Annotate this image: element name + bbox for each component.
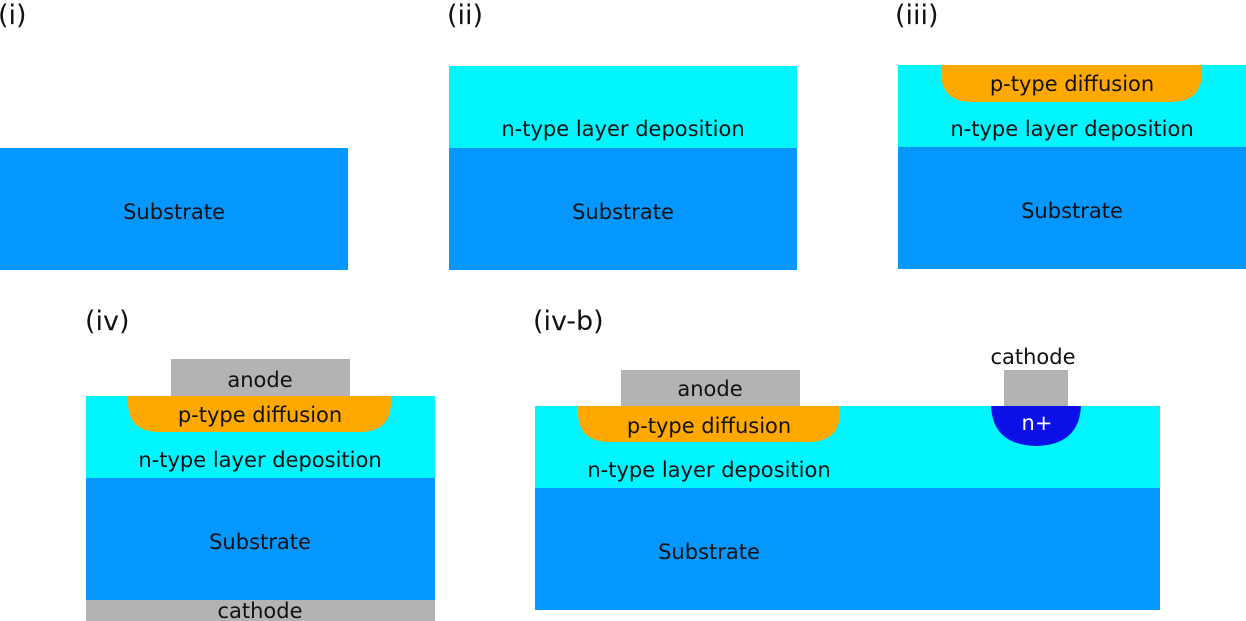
panel-iv: (iv) anode p-type diffusion n-type layer… (85, 306, 435, 621)
anode-contact (621, 370, 800, 406)
panel-iv-b: (iv-b) anode cathode p-type diffusion n+… (533, 306, 1160, 610)
substrate-label: Substrate (209, 530, 311, 554)
n-plus-region (991, 406, 1081, 446)
panel-ii: (ii) n-type layer deposition Substrate (447, 0, 797, 270)
n-type-layer-label: n-type layer deposition (587, 458, 830, 482)
n-type-layer (449, 66, 797, 148)
cathode-label: cathode (990, 345, 1075, 369)
anode-label: anode (227, 368, 292, 392)
panel-iii: (iii) p-type diffusion n-type layer depo… (895, 0, 1246, 269)
cathode-contact (1004, 370, 1068, 406)
p-type-diffusion-label: p-type diffusion (990, 72, 1154, 96)
substrate-layer (535, 488, 1160, 610)
panel-label-iv: (iv) (85, 306, 130, 337)
p-type-diffusion-region (578, 406, 840, 442)
panel-label-i: (i) (0, 0, 27, 31)
substrate-layer (86, 478, 435, 600)
anode-label: anode (677, 377, 742, 401)
cathode-contact (86, 600, 435, 621)
p-type-diffusion-region (941, 65, 1202, 102)
p-type-diffusion-region (128, 396, 391, 432)
panel-label-iv-b: (iv-b) (533, 306, 604, 337)
substrate-layer (0, 148, 348, 270)
panel-i: (i) Substrate (0, 0, 348, 270)
substrate-layer (449, 148, 797, 270)
n-plus-label: n+ (1022, 411, 1053, 435)
panel-label-ii: (ii) (447, 0, 483, 31)
substrate-label: Substrate (572, 200, 674, 224)
substrate-label: Substrate (658, 540, 760, 564)
n-type-layer-label: n-type layer deposition (501, 117, 744, 141)
n-type-layer-label: n-type layer deposition (138, 448, 381, 472)
n-type-layer-label: n-type layer deposition (950, 117, 1193, 141)
cathode-label: cathode (217, 599, 302, 621)
anode-contact (171, 359, 350, 396)
substrate-layer (898, 147, 1246, 269)
panel-label-iii: (iii) (895, 0, 939, 31)
p-type-diffusion-label: p-type diffusion (627, 414, 791, 438)
p-type-diffusion-label: p-type diffusion (178, 403, 342, 427)
substrate-label: Substrate (123, 200, 225, 224)
substrate-label: Substrate (1021, 199, 1123, 223)
